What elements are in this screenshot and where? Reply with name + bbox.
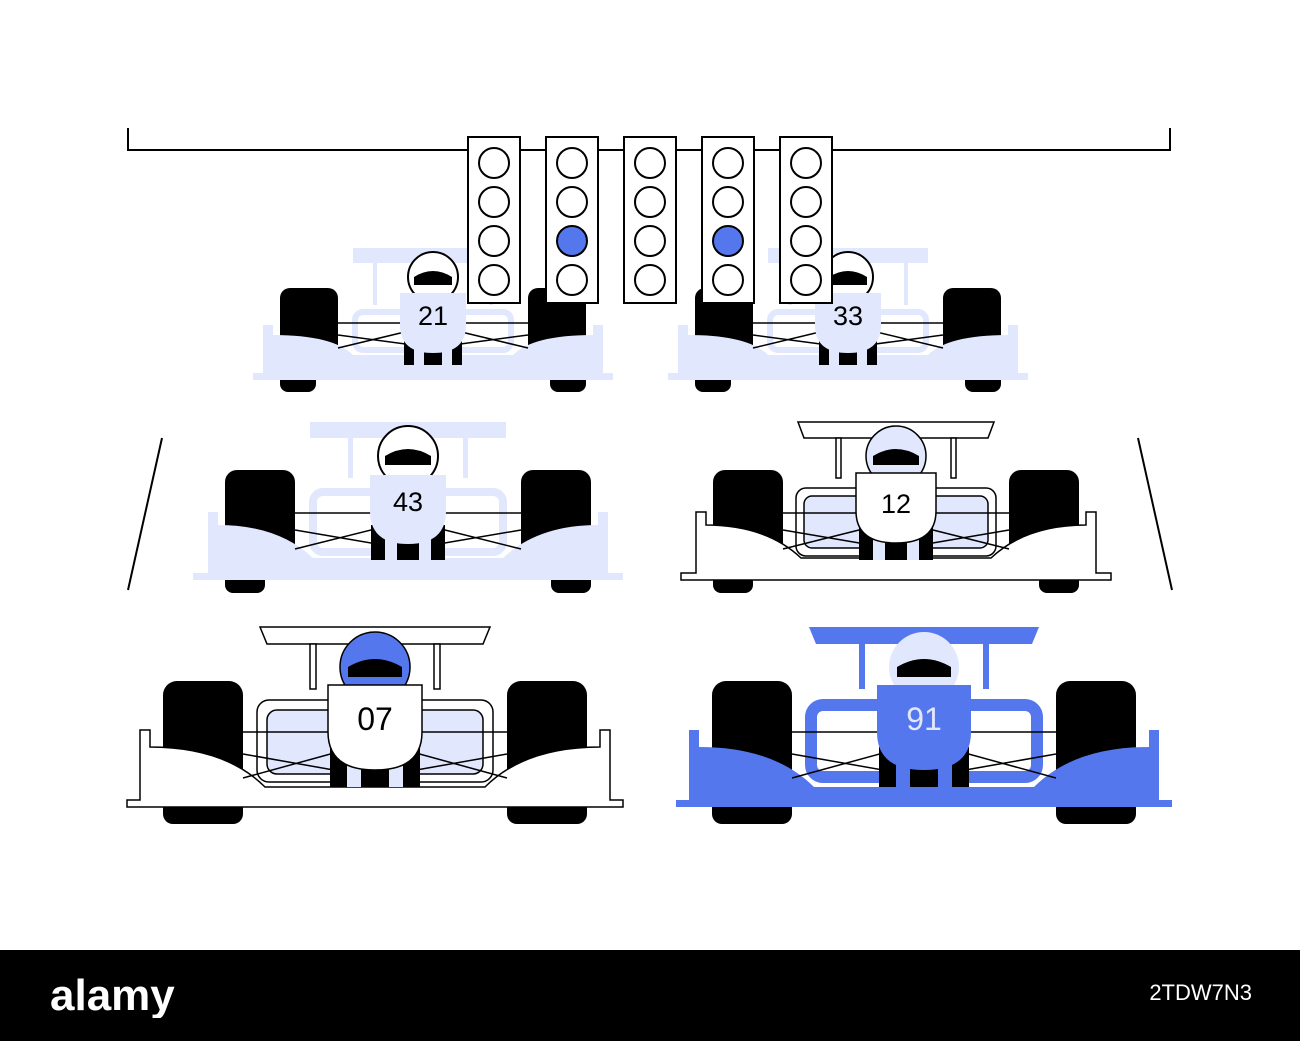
car-number-label: 91 bbox=[906, 701, 942, 737]
start-light-off bbox=[478, 147, 510, 179]
start-light-off bbox=[478, 186, 510, 218]
start-light-bulbs bbox=[478, 147, 822, 296]
start-light-off bbox=[790, 264, 822, 296]
start-light-off bbox=[634, 147, 666, 179]
track-lines bbox=[127, 128, 1173, 591]
start-light-off bbox=[556, 147, 588, 179]
start-light-off bbox=[712, 147, 744, 179]
start-light-off bbox=[478, 225, 510, 257]
image-id: 2TDW7N3 bbox=[1149, 980, 1252, 1005]
race-car-12: 12 bbox=[680, 421, 1112, 593]
car-number-label: 43 bbox=[393, 487, 423, 517]
start-light-off bbox=[634, 264, 666, 296]
start-light-off bbox=[556, 186, 588, 218]
start-light-lit bbox=[556, 225, 588, 257]
start-light-off bbox=[634, 225, 666, 257]
start-light-off bbox=[634, 186, 666, 218]
car-number-label: 12 bbox=[881, 489, 911, 519]
start-light-off bbox=[790, 147, 822, 179]
race-car-07: 07 bbox=[126, 626, 624, 824]
car-number-label: 07 bbox=[357, 701, 393, 737]
watermark-footer: alamy 2TDW7N3 bbox=[0, 950, 1300, 1041]
race-cars-illustration: 21 33 bbox=[126, 128, 1173, 824]
svg-text:alamy: alamy bbox=[50, 972, 175, 1018]
start-light-off bbox=[556, 264, 588, 296]
start-light-off bbox=[478, 264, 510, 296]
race-car-21: 21 bbox=[253, 248, 613, 392]
start-light-lit bbox=[712, 225, 744, 257]
race-car-91: 91 bbox=[676, 627, 1172, 824]
start-light-off bbox=[712, 186, 744, 218]
race-car-43: 43 bbox=[193, 422, 623, 593]
car-number-label: 21 bbox=[418, 301, 448, 331]
start-light-off bbox=[790, 225, 822, 257]
start-light-off bbox=[712, 264, 744, 296]
start-light-off bbox=[790, 186, 822, 218]
alamy-logo: alamy bbox=[50, 972, 175, 1018]
car-number-label: 33 bbox=[833, 301, 863, 331]
